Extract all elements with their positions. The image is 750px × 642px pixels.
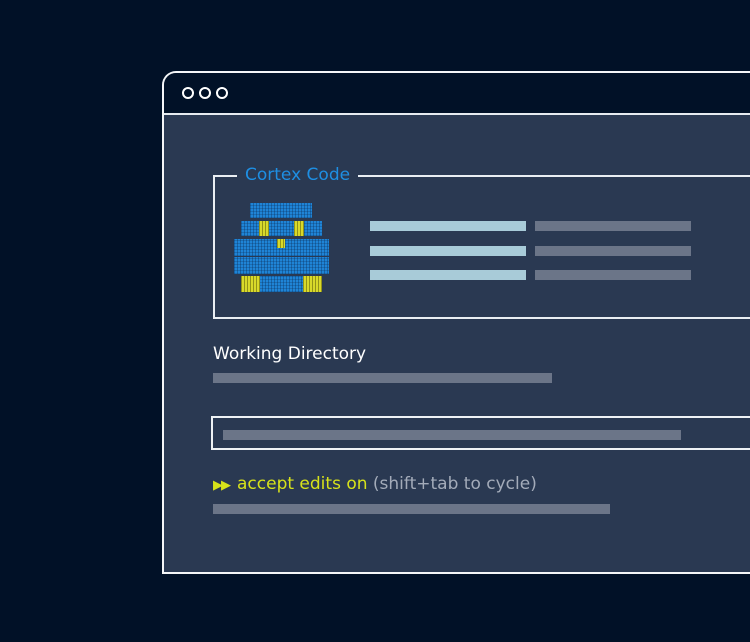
working-directory-label: Working Directory	[213, 344, 367, 364]
welcome-panel: Cortex Code	[213, 164, 750, 319]
window-control-dot-icon[interactable]	[182, 87, 194, 99]
edit-mode-status: ▶▶ accept edits on (shift+tab to cycle)	[213, 473, 537, 497]
info-bar-key	[370, 246, 526, 256]
working-directory-path	[213, 373, 552, 383]
cortex-logo-icon	[234, 203, 334, 295]
info-bar-value	[535, 246, 691, 256]
window-control-dot-icon[interactable]	[216, 87, 228, 99]
info-bar-value	[535, 270, 691, 280]
terminal-content: Cortex Code	[164, 115, 750, 572]
info-bar-value	[535, 221, 691, 231]
mode-hint-text: (shift+tab to cycle)	[372, 474, 537, 494]
mode-status-text: accept edits on	[237, 474, 368, 494]
title-bar	[164, 73, 750, 115]
app-window: Cortex Code	[162, 71, 750, 574]
prompt-input[interactable]	[211, 416, 750, 450]
info-bar-key	[370, 270, 526, 280]
fast-forward-icon: ▶▶	[213, 478, 231, 493]
info-bar-key	[370, 221, 526, 231]
prompt-input-text	[223, 430, 681, 440]
window-control-dot-icon[interactable]	[199, 87, 211, 99]
footer-bar	[213, 504, 610, 514]
panel-title: Cortex Code	[237, 164, 359, 186]
